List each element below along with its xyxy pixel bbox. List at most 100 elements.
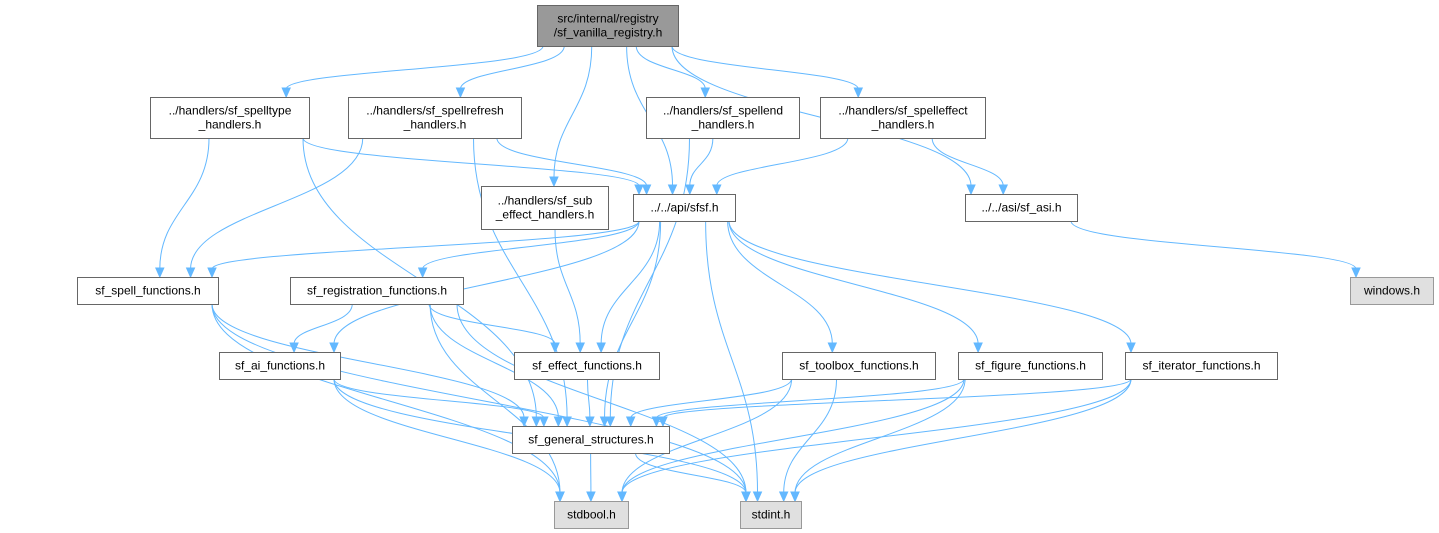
node-box <box>554 501 629 529</box>
edge-regfunc-to-aifunc <box>289 303 353 354</box>
edge-spellend-to-general <box>605 137 690 428</box>
node-box <box>150 97 310 139</box>
node-label: ../handlers/sf_spelltype <box>169 104 292 118</box>
edge-root-to-spellrefresh <box>455 45 565 99</box>
arrowhead-effectfunc <box>596 342 606 354</box>
edge-asi-to-windows <box>1070 220 1361 279</box>
edge-subeffect-to-effectfunc <box>554 228 585 354</box>
arrowhead-spellfunc <box>155 267 165 279</box>
node-iterfunc[interactable]: sf_iterator_functions.h <box>1125 352 1278 380</box>
edge-spellend-to-sfsf <box>685 137 714 196</box>
node-toolboxfunc[interactable]: sf_toolbox_functions.h <box>782 352 936 380</box>
arrowhead-iterfunc <box>1126 342 1136 354</box>
arrowhead-general <box>585 416 595 428</box>
node-sfsf[interactable]: ../../api/sfsf.h <box>633 194 736 222</box>
edge-sfsf-to-toolboxfunc <box>727 220 838 354</box>
arrowhead-figurefunc <box>973 342 983 354</box>
arrowhead-sfsf <box>634 184 644 196</box>
node-label: windows.h <box>1363 284 1420 298</box>
node-label: _handlers.h <box>691 118 755 132</box>
node-box <box>958 352 1103 380</box>
edge-sfsf-to-spellfunc <box>207 220 640 279</box>
arrowhead-stdbool <box>617 491 627 503</box>
node-label: ../handlers/sf_spellrefresh <box>366 104 503 118</box>
node-spelltype[interactable]: ../handlers/sf_spelltype_handlers.h <box>150 97 310 139</box>
edge-spelleffect-to-sfsf <box>712 137 849 196</box>
edge-aifunc-to-general <box>333 378 549 428</box>
arrowhead-stdint <box>790 491 800 503</box>
node-subeffect[interactable]: ../handlers/sf_sub_effect_handlers.h <box>481 186 609 230</box>
node-general[interactable]: sf_general_structures.h <box>512 426 670 454</box>
arrowhead-aifunc <box>289 342 299 354</box>
node-figurefunc[interactable]: sf_figure_functions.h <box>958 352 1103 380</box>
edge-figurefunc-to-general <box>651 378 965 428</box>
arrowhead-general <box>539 416 549 428</box>
node-spellrefresh[interactable]: ../handlers/sf_spellrefresh_handlers.h <box>348 97 522 139</box>
edge-root-to-spellend <box>635 45 711 99</box>
edge-aifunc-to-stdbool <box>333 378 565 503</box>
node-asi[interactable]: ../../asi/sf_asi.h <box>965 194 1078 222</box>
arrowhead-sfsf <box>712 184 722 196</box>
node-label: ../../asi/sf_asi.h <box>981 201 1061 215</box>
arrowhead-stdint <box>752 491 763 503</box>
arrowhead-general <box>625 416 636 428</box>
arrowhead-sfsf <box>641 184 652 196</box>
node-root[interactable]: src/internal/registry/sf_vanilla_registr… <box>537 5 679 47</box>
arrowhead-aifunc <box>329 342 339 354</box>
arrowhead-effectfunc <box>550 342 560 354</box>
node-regfunc[interactable]: sf_registration_functions.h <box>290 277 464 305</box>
edge-spelltype-to-sfsf <box>302 137 644 196</box>
edge-root-to-spelltype <box>281 45 544 99</box>
node-label: sf_effect_functions.h <box>532 359 642 373</box>
edge-regfunc-to-general <box>429 303 564 428</box>
node-box <box>820 97 986 139</box>
edge-spelleffect-to-asi <box>931 137 1008 196</box>
edge-figurefunc-to-stdint <box>790 378 966 503</box>
edge-root-to-spelleffect <box>671 45 864 99</box>
edge-toolboxfunc-to-general <box>625 378 792 428</box>
node-box <box>512 426 670 454</box>
edge-spellrefresh-to-spellfunc <box>185 137 364 279</box>
edge-spellrefresh-to-sfsf <box>496 137 652 196</box>
edge-spellfunc-to-stdint <box>211 303 751 503</box>
node-spelleffect[interactable]: ../handlers/sf_spelleffect_handlers.h <box>820 97 986 139</box>
node-label: /sf_vanilla_registry.h <box>554 26 663 40</box>
arrowhead-spellfunc <box>207 267 217 279</box>
arrowhead-spelltype <box>281 87 291 99</box>
node-effectfunc[interactable]: sf_effect_functions.h <box>514 352 660 380</box>
node-spellend[interactable]: ../handlers/sf_spellend_handlers.h <box>646 97 800 139</box>
node-label: sf_registration_functions.h <box>307 284 447 298</box>
edge-general-to-stdbool <box>586 452 596 503</box>
node-label: src/internal/registry <box>557 12 658 26</box>
node-box <box>646 97 800 139</box>
node-box <box>481 186 609 230</box>
node-box <box>782 352 936 380</box>
arrowhead-stdbool <box>555 491 565 503</box>
arrowhead-spellrefresh <box>455 87 466 99</box>
node-box <box>290 277 464 305</box>
node-box <box>348 97 522 139</box>
edge-sfsf-to-figurefunc <box>728 220 983 354</box>
edge-iterfunc-to-stdint <box>790 378 1132 503</box>
node-box <box>537 5 679 47</box>
edge-sfsf-to-aifunc <box>329 220 640 354</box>
arrowhead-stdint <box>741 491 751 503</box>
node-box <box>1125 352 1278 380</box>
node-box <box>633 194 736 222</box>
node-label: sf_iterator_functions.h <box>1142 359 1260 373</box>
node-box <box>77 277 219 305</box>
node-label: sf_spell_functions.h <box>95 284 200 298</box>
edge-sfsf-to-stdint <box>705 220 763 503</box>
node-aifunc[interactable]: sf_ai_functions.h <box>219 352 341 380</box>
node-box <box>1350 277 1434 305</box>
arrowhead-stdint <box>778 491 789 503</box>
edge-spellfunc-to-stdbool <box>211 303 565 503</box>
dependency-edges <box>155 45 1361 503</box>
node-box <box>965 194 1078 222</box>
arrowhead-asi <box>998 184 1008 196</box>
node-label: _effect_handlers.h <box>495 208 595 222</box>
node-label: ../handlers/sf_spellend <box>663 104 783 118</box>
node-spellfunc[interactable]: sf_spell_functions.h <box>77 277 219 305</box>
edge-root-to-subeffect <box>549 45 593 188</box>
